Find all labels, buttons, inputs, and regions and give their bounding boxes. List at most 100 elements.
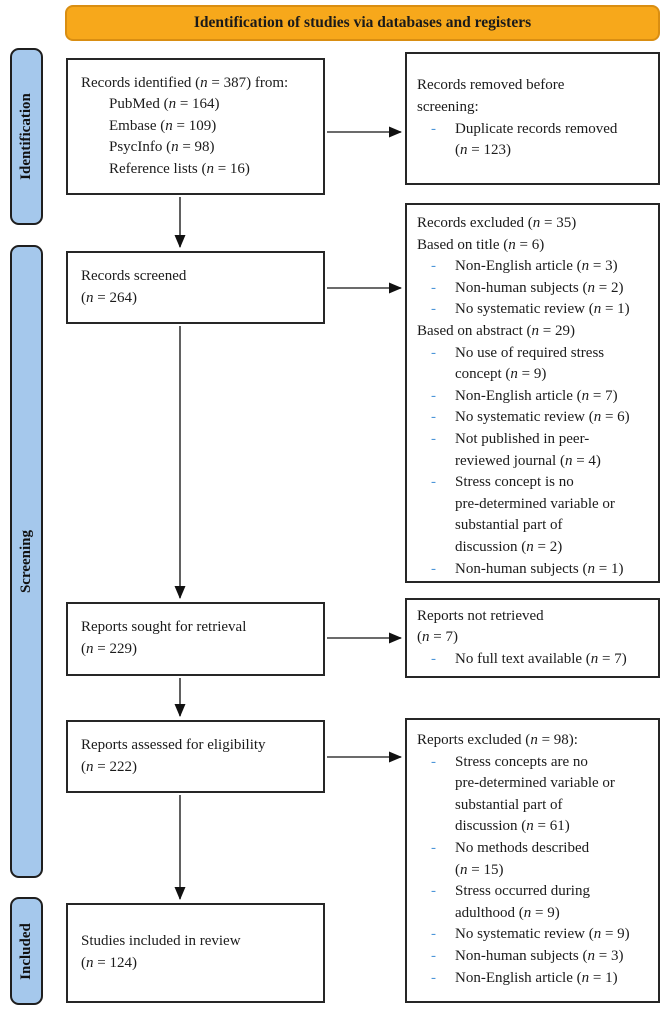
text-line: substantial part of xyxy=(455,517,563,534)
text-line: Reports sought for retrieval xyxy=(81,619,247,636)
dash-bullet-icon: - xyxy=(431,883,436,900)
text-line: reviewed journal (n = 4) xyxy=(455,452,601,469)
text-line: - No use of required stress xyxy=(417,343,655,365)
dash-bullet-icon: - xyxy=(431,387,436,404)
box-records-identified: Records identified (n = 387) from: PubMed… xyxy=(66,58,325,195)
text-line: - Non-English article (n = 1) xyxy=(417,968,655,990)
text-line: - No methods described xyxy=(417,838,655,860)
dash-bullet-icon: - xyxy=(431,344,436,361)
text-line: - Stress occurred during xyxy=(417,881,655,903)
text-line: Records excluded (n = 35) xyxy=(417,215,577,231)
text-line: (n = 124) xyxy=(81,955,137,971)
bullet-text: No systematic review (n = 6) xyxy=(455,409,630,426)
box-studies-included-in-review: Studies included in review (n = 124) xyxy=(66,903,325,1003)
text-line: - No systematic review (n = 6) xyxy=(417,407,655,429)
text-line: - No systematic review (n = 9) xyxy=(417,924,655,946)
text-line: Reference lists (n = 16) xyxy=(109,160,250,177)
box-reports-excluded: Reports excluded (n = 98): - Stress concep… xyxy=(405,718,660,1003)
dash-bullet-icon: - xyxy=(431,430,436,447)
banner-label: Identification of studies via databases … xyxy=(193,14,532,31)
text-line: - Stress concepts are no xyxy=(417,752,655,774)
text-line: (n = 7) xyxy=(417,629,458,646)
text-line: substantial part of xyxy=(455,796,563,813)
bullet-text: No full text available (n = 7) xyxy=(455,650,627,667)
sidebar-stage-screening-label: Screening xyxy=(18,529,34,594)
bullet-text: Non-human subjects (n = 1) xyxy=(455,560,624,577)
bullet-text: Stress concepts are no xyxy=(455,753,588,770)
text-line: - No full text available (n = 7) xyxy=(417,649,655,670)
text-line: - Not published in peer- xyxy=(417,429,655,451)
bullet-text: No methods described xyxy=(455,839,590,856)
text-line: discussion (n = 61) xyxy=(455,818,570,835)
dash-bullet-icon: - xyxy=(431,839,436,856)
bullet-text: Not published in peer- xyxy=(455,430,590,447)
box-records-removed-before-screening: Records removed before screening: - Duplica… xyxy=(405,52,660,185)
text-line: -Non-English article (n = 7) xyxy=(417,386,655,408)
text-line: pre-determined variable or xyxy=(455,775,615,792)
text-line: - Non-human subjects (n = 1) xyxy=(417,559,655,581)
sidebar-stage-included: Included xyxy=(10,897,43,1005)
bullet-text: No use of required stress xyxy=(455,344,605,361)
box-records-screened: Records screened (n = 264) xyxy=(66,251,325,324)
text-line: adulthood (n = 9) xyxy=(455,904,560,921)
text-line: (n = 264) xyxy=(81,289,137,306)
box-reports-assessed-for-eligibility: Reports assessed for eligibility (n = 222… xyxy=(66,720,325,793)
text-line: Based on abstract (n = 29) xyxy=(417,322,576,339)
text-line: - Duplicate records removed xyxy=(417,119,655,141)
banner-identification-databases: Identification of studies via databases … xyxy=(65,5,660,41)
dash-bullet-icon: - xyxy=(431,926,436,943)
dash-bullet-icon: - xyxy=(431,650,436,667)
sidebar-stage-included-label: Included xyxy=(18,922,35,980)
text-line: - Non-English article (n = 3) xyxy=(417,256,655,278)
text-line: PubMed (n = 164) xyxy=(109,96,220,113)
dash-bullet-icon: - xyxy=(431,409,436,426)
bullet-text: Stress concept is no xyxy=(455,474,574,491)
text-line: - Non-human subjects (n = 2) xyxy=(417,278,655,300)
bullet-text: Stress occurred during xyxy=(455,883,590,900)
bullet-text: Non-human subjects (n = 3) xyxy=(455,947,624,964)
text-line: Reports excluded (n = 98): xyxy=(417,732,578,748)
dash-bullet-icon: - xyxy=(431,258,436,275)
text-line: concept (n = 9) xyxy=(455,366,547,383)
text-line: Reports assessed for eligibility xyxy=(81,736,266,753)
sidebar-stage-identification: Identification xyxy=(10,48,43,225)
text-line: Embase (n = 109) xyxy=(109,117,217,134)
text-line: Records screened xyxy=(81,267,187,284)
box-reports-sought-for-retrieval: Reports sought for retrieval (n = 229) xyxy=(66,602,325,676)
dash-bullet-icon: - xyxy=(431,560,436,577)
bullet-text: Non-English article (n = 3) xyxy=(455,258,618,275)
bullet-text: No systematic review (n = 1) xyxy=(455,301,630,318)
box-reports-not-retrieved: Reports not retrieved (n = 7) - No full tex… xyxy=(405,598,660,678)
bullet-text: No systematic review (n = 9) xyxy=(455,926,630,943)
text-line: screening: xyxy=(417,98,479,115)
bullet-text: Duplicate records removed xyxy=(455,120,618,137)
dash-bullet-icon: - xyxy=(431,301,436,318)
text-line: discussion (n = 2) xyxy=(455,538,563,555)
text-line: (n = 222) xyxy=(81,758,137,775)
text-line: Records identified (n = 387) from: xyxy=(81,74,289,91)
text-line: - No systematic review (n = 1) xyxy=(417,299,655,321)
sidebar-stage-identification-label: Identification xyxy=(18,93,35,180)
text-line: - Non-human subjects (n = 3) xyxy=(417,946,655,968)
text-line: (n = 15) xyxy=(455,861,504,878)
text-line: Studies included in review xyxy=(81,933,241,950)
text-line: (n = 229) xyxy=(81,641,137,657)
text-line: Reports not retrieved xyxy=(417,608,544,624)
bullet-text: Non-human subjects (n = 2) xyxy=(455,279,624,296)
text-line: Records removed before xyxy=(417,77,565,94)
dash-bullet-icon: - xyxy=(431,279,436,296)
dash-bullet-icon: - xyxy=(431,474,436,491)
sidebar-stage-screening: Screening xyxy=(10,245,43,878)
dash-bullet-icon: - xyxy=(431,969,436,986)
text-line: Based on title (n = 6) xyxy=(417,236,545,253)
text-line: - Stress concept is no xyxy=(417,472,655,494)
text-line: (n = 123) xyxy=(455,142,511,159)
dash-bullet-icon: - xyxy=(431,753,436,770)
dash-bullet-icon: - xyxy=(431,947,436,964)
text-line: PsycInfo (n = 98) xyxy=(109,139,215,156)
bullet-text: Non-English article (n = 1) xyxy=(455,969,618,986)
box-records-excluded: Records excluded (n = 35) Based on title … xyxy=(405,203,660,583)
dash-bullet-icon: - xyxy=(431,120,436,137)
text-line: pre-determined variable or xyxy=(455,495,615,512)
